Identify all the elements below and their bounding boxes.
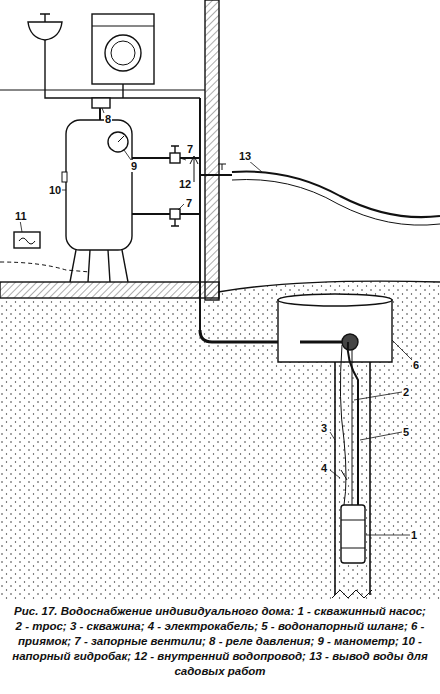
manometer	[108, 132, 128, 152]
pressure-relay	[92, 98, 110, 108]
well-head	[342, 334, 358, 350]
rope	[352, 350, 353, 505]
callout-number: 11	[14, 210, 28, 222]
sink	[28, 22, 62, 40]
ground-surface	[218, 281, 440, 292]
callout-number: 2	[402, 386, 410, 398]
house-wall	[205, 0, 219, 300]
power-cable	[0, 262, 90, 272]
callout-number: 12	[178, 178, 192, 190]
callout-number: 8	[104, 113, 112, 125]
well-pump	[341, 505, 365, 563]
callout-number: 7	[186, 143, 194, 155]
shutoff-valve	[170, 153, 180, 163]
leader-lines	[20, 108, 412, 535]
shutoff-valve	[170, 209, 180, 219]
garden-hose	[232, 172, 440, 218]
floor-slab	[0, 282, 219, 298]
callout-number: 10	[48, 184, 62, 196]
tank-legs	[70, 250, 128, 282]
callout-number: 3	[320, 422, 328, 434]
pressure-tank	[66, 120, 132, 250]
pressure-hose	[348, 342, 358, 505]
callout-number: 13	[238, 150, 252, 162]
callout-number: 1	[410, 529, 418, 541]
tank-inlet-pipe	[132, 213, 200, 215]
callout-number: 7	[185, 197, 193, 209]
callout-number: 9	[130, 160, 138, 172]
faucet	[40, 14, 50, 22]
electric-cable	[340, 345, 346, 505]
power-box	[14, 232, 40, 248]
pit	[278, 300, 392, 362]
washing-machine	[92, 14, 154, 84]
ground	[0, 281, 440, 600]
tank-outlet-pipe	[132, 157, 200, 159]
callout-number: 6	[412, 359, 420, 371]
figure-caption: Рис. 17. Водоснабжение индивидуального д…	[12, 604, 428, 679]
shelf-line	[0, 90, 205, 91]
callout-number: 5	[402, 426, 410, 438]
callout-number: 4	[320, 462, 328, 474]
